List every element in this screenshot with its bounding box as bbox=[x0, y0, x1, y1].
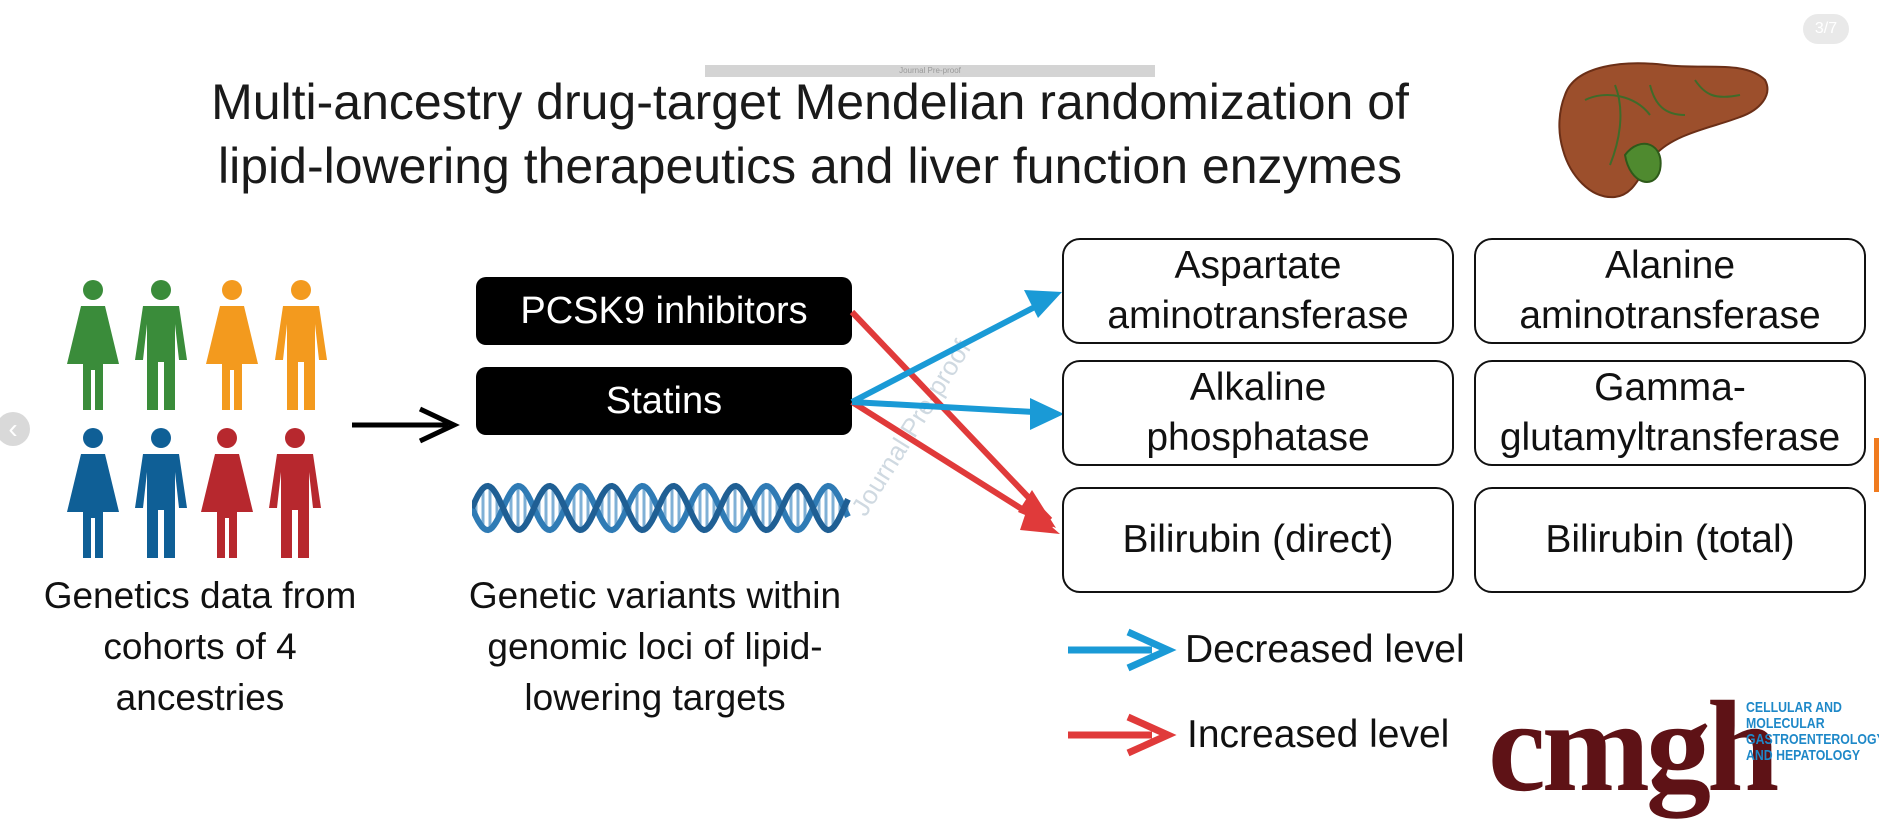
arrowhead bbox=[1030, 398, 1064, 430]
cmgh-logo: cmgh bbox=[1488, 675, 1779, 819]
side-tab bbox=[1874, 438, 1879, 492]
arrowhead bbox=[1126, 628, 1177, 672]
arrowhead bbox=[1126, 713, 1177, 757]
increased-arrow-statins-bilirubin bbox=[850, 399, 1054, 531]
legend-decreased-label: Decreased level bbox=[1185, 628, 1465, 671]
right-arrow-icon bbox=[352, 406, 460, 444]
outcome-bilirubin-direct: Bilirubin (direct) bbox=[1062, 487, 1454, 593]
outcome-bilirubin-total: Bilirubin (total) bbox=[1474, 487, 1866, 593]
outcome-alkaline-phosphatase: Alkaline phosphatase bbox=[1062, 360, 1454, 466]
outcome-alanine-aminotransferase: Alanine aminotransferase bbox=[1474, 238, 1866, 344]
decreased-arrow-statins-alp bbox=[851, 399, 1053, 416]
prev-slide-button[interactable]: ‹ bbox=[0, 412, 30, 446]
chevron-left-icon: ‹ bbox=[8, 413, 18, 444]
increased-arrow-pcsk9-bilirubin bbox=[849, 309, 1053, 523]
arrowhead bbox=[1020, 506, 1060, 534]
outcome-gamma-glutamyltransferase: Gamma- glutamyltransferase bbox=[1474, 360, 1866, 466]
outcome-aspartate-aminotransferase: Aspartate aminotransferase bbox=[1062, 238, 1454, 344]
arrowhead bbox=[1018, 490, 1056, 528]
page-title: Multi-ancestry drug-target Mendelian ran… bbox=[120, 70, 1500, 198]
arrowhead bbox=[1024, 290, 1062, 318]
legend-increased-label: Increased level bbox=[1187, 713, 1450, 756]
drug-statins: Statins bbox=[476, 367, 852, 435]
page-indicator: 3/7 bbox=[1803, 14, 1849, 44]
title-line-1: Multi-ancestry drug-target Mendelian ran… bbox=[211, 74, 1409, 130]
title-line-2: lipid-lowering therapeutics and liver fu… bbox=[218, 138, 1402, 194]
journal-header-bar: Journal Pre-proof bbox=[705, 65, 1155, 77]
caption-genetic-variants: Genetic variants within genomic loci of … bbox=[468, 575, 842, 718]
caption-genetics-data: Genetics data from cohorts of 4 ancestri… bbox=[43, 575, 357, 718]
drug-pcsk9-inhibitors: PCSK9 inhibitors bbox=[476, 277, 852, 345]
liver-icon bbox=[1558, 62, 1769, 199]
decreased-arrow-statins-ast bbox=[850, 295, 1054, 405]
dna-icon bbox=[472, 482, 851, 534]
cmgh-logo-subtitle: CELLULAR AND MOLECULAR GASTROENTEROLOGY … bbox=[1746, 699, 1879, 764]
